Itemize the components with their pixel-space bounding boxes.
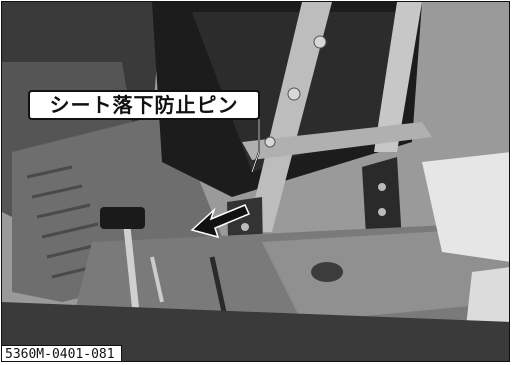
pin-callout-label: シート落下防止ピン	[28, 90, 260, 120]
machine-photo	[2, 2, 509, 361]
arrow-pointer-icon	[190, 204, 250, 239]
figure-code: 5360M-0401-081	[2, 345, 122, 361]
